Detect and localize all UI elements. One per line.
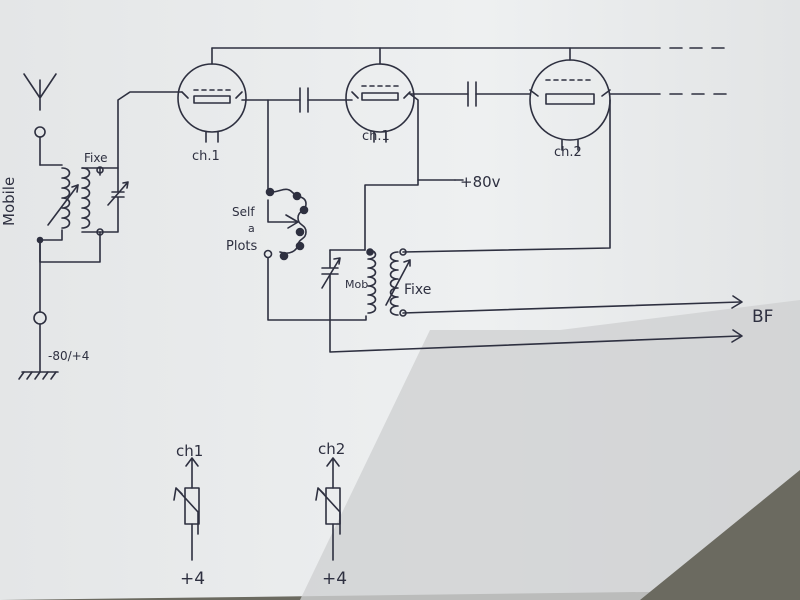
coil-pin: [295, 241, 305, 251]
fixe-terminal-top: [96, 166, 104, 174]
coil-pin: [295, 227, 305, 237]
bf-wire-upper: [402, 301, 741, 314]
tube3-grid-return: [402, 99, 611, 253]
label-bf: BF: [752, 307, 773, 327]
antenna: [23, 73, 57, 111]
label-a: a: [248, 222, 255, 235]
paper-shadow: [300, 300, 800, 600]
grid-wire-1: [117, 91, 183, 169]
mobile-coil: [39, 164, 79, 241]
label-ground-voltage: -80/+4: [48, 349, 89, 363]
label-tube-2: ch.1: [362, 129, 390, 144]
label-ch1: ch1: [176, 442, 203, 460]
fixe-coil-2: [385, 251, 411, 316]
ch1-rheostat: [173, 457, 200, 561]
label-plus4-b: +4: [322, 569, 347, 589]
mob-capacitor: [321, 249, 366, 321]
label-mob: Mob: [345, 278, 368, 291]
ground-symbol: [18, 371, 59, 380]
mob-return-wire: [329, 315, 367, 321]
label-mobile: Mobile: [0, 177, 18, 226]
junction-dot: [366, 248, 374, 256]
ch2-rheostat: [315, 457, 341, 561]
label-tube-3: ch.2: [554, 145, 582, 160]
coil-pin: [292, 191, 302, 201]
plots-return-wire: [267, 257, 331, 321]
label-plus80v: +80v: [460, 173, 501, 191]
paper-corner: [640, 470, 800, 600]
bf-arrow-upper: [731, 295, 743, 309]
label-ch2: ch2: [318, 440, 345, 458]
plate-feed-wire: [364, 179, 419, 251]
coil-pin: [279, 251, 289, 261]
bf-wire-lower: [329, 319, 741, 353]
label-plus4-a: +4: [180, 569, 205, 589]
plus80v-wire: [409, 93, 456, 181]
coil-pin: [265, 187, 275, 197]
label-fixe-top: Fixe: [84, 151, 107, 165]
label-fixe-bottom: Fixe: [404, 282, 431, 298]
label-self: Self: [232, 205, 255, 219]
label-plots: Plots: [226, 239, 258, 254]
mob-coil: [367, 249, 377, 314]
bf-arrow-lower: [731, 329, 743, 343]
coil-pin: [299, 205, 309, 215]
label-tube-1: ch.1: [192, 149, 220, 164]
